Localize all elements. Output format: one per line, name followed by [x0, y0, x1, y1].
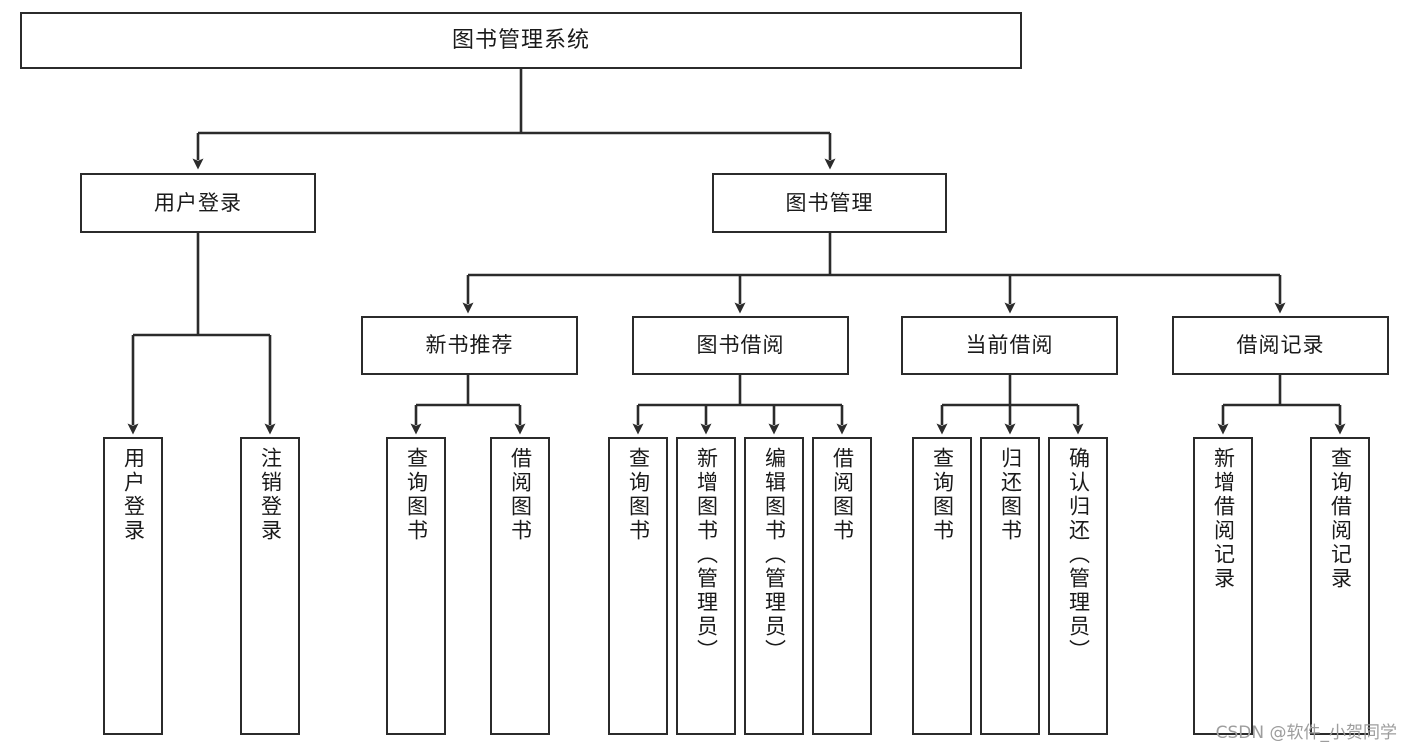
node-current-borrow[interactable]: 当前借阅 — [901, 316, 1118, 375]
node-book-management[interactable]: 图书管理 — [712, 173, 947, 233]
leaf-current-return-book[interactable]: 归还图书 — [980, 437, 1040, 735]
leaf-borrow-edit-book-admin[interactable]: 编辑图书（管理员） — [744, 437, 804, 735]
node-label: 新增图书（管理员） — [694, 447, 719, 663]
leaf-newbook-query-book[interactable]: 查询图书 — [386, 437, 446, 735]
node-label: 图书管理系统 — [451, 27, 590, 53]
node-label: 图书管理 — [785, 190, 874, 215]
node-label: 借阅记录 — [1236, 333, 1325, 358]
node-label: 图书借阅 — [696, 333, 785, 358]
node-label: 查询图书 — [930, 447, 955, 543]
leaf-current-confirm-return-admin[interactable]: 确认归还（管理员） — [1048, 437, 1108, 735]
node-label: 借阅图书 — [830, 447, 855, 543]
node-label: 查询图书 — [404, 447, 429, 543]
node-label: 新书推荐 — [425, 333, 514, 358]
watermark-credit: CSDN @软件_小贺同学 — [1215, 723, 1397, 743]
node-root-system[interactable]: 图书管理系统 — [20, 12, 1022, 69]
leaf-borrow-add-book-admin[interactable]: 新增图书（管理员） — [676, 437, 736, 735]
leaf-record-add-record[interactable]: 新增借阅记录 — [1193, 437, 1253, 735]
node-label: 查询图书 — [626, 447, 651, 543]
leaf-borrow-query-book[interactable]: 查询图书 — [608, 437, 668, 735]
node-label: 新增借阅记录 — [1211, 447, 1236, 591]
node-label: 注销登录 — [258, 447, 283, 543]
leaf-borrow-borrow-book[interactable]: 借阅图书 — [812, 437, 872, 735]
node-label: 查询借阅记录 — [1328, 447, 1353, 591]
node-user-login[interactable]: 用户登录 — [80, 173, 316, 233]
leaf-record-query-record[interactable]: 查询借阅记录 — [1310, 437, 1370, 735]
node-label: 确认归还（管理员） — [1066, 447, 1091, 663]
leaf-user-login[interactable]: 用户登录 — [103, 437, 163, 735]
node-label: 编辑图书（管理员） — [762, 447, 787, 663]
leaf-newbook-borrow-book[interactable]: 借阅图书 — [490, 437, 550, 735]
node-new-book-recommend[interactable]: 新书推荐 — [361, 316, 578, 375]
node-label: 当前借阅 — [965, 333, 1054, 358]
node-label: 借阅图书 — [508, 447, 533, 543]
node-label: 归还图书 — [998, 447, 1023, 543]
node-label: 用户登录 — [121, 447, 146, 543]
node-borrow-record[interactable]: 借阅记录 — [1172, 316, 1389, 375]
node-book-borrow[interactable]: 图书借阅 — [632, 316, 849, 375]
leaf-user-logout[interactable]: 注销登录 — [240, 437, 300, 735]
leaf-current-query-book[interactable]: 查询图书 — [912, 437, 972, 735]
node-label: 用户登录 — [154, 190, 242, 215]
